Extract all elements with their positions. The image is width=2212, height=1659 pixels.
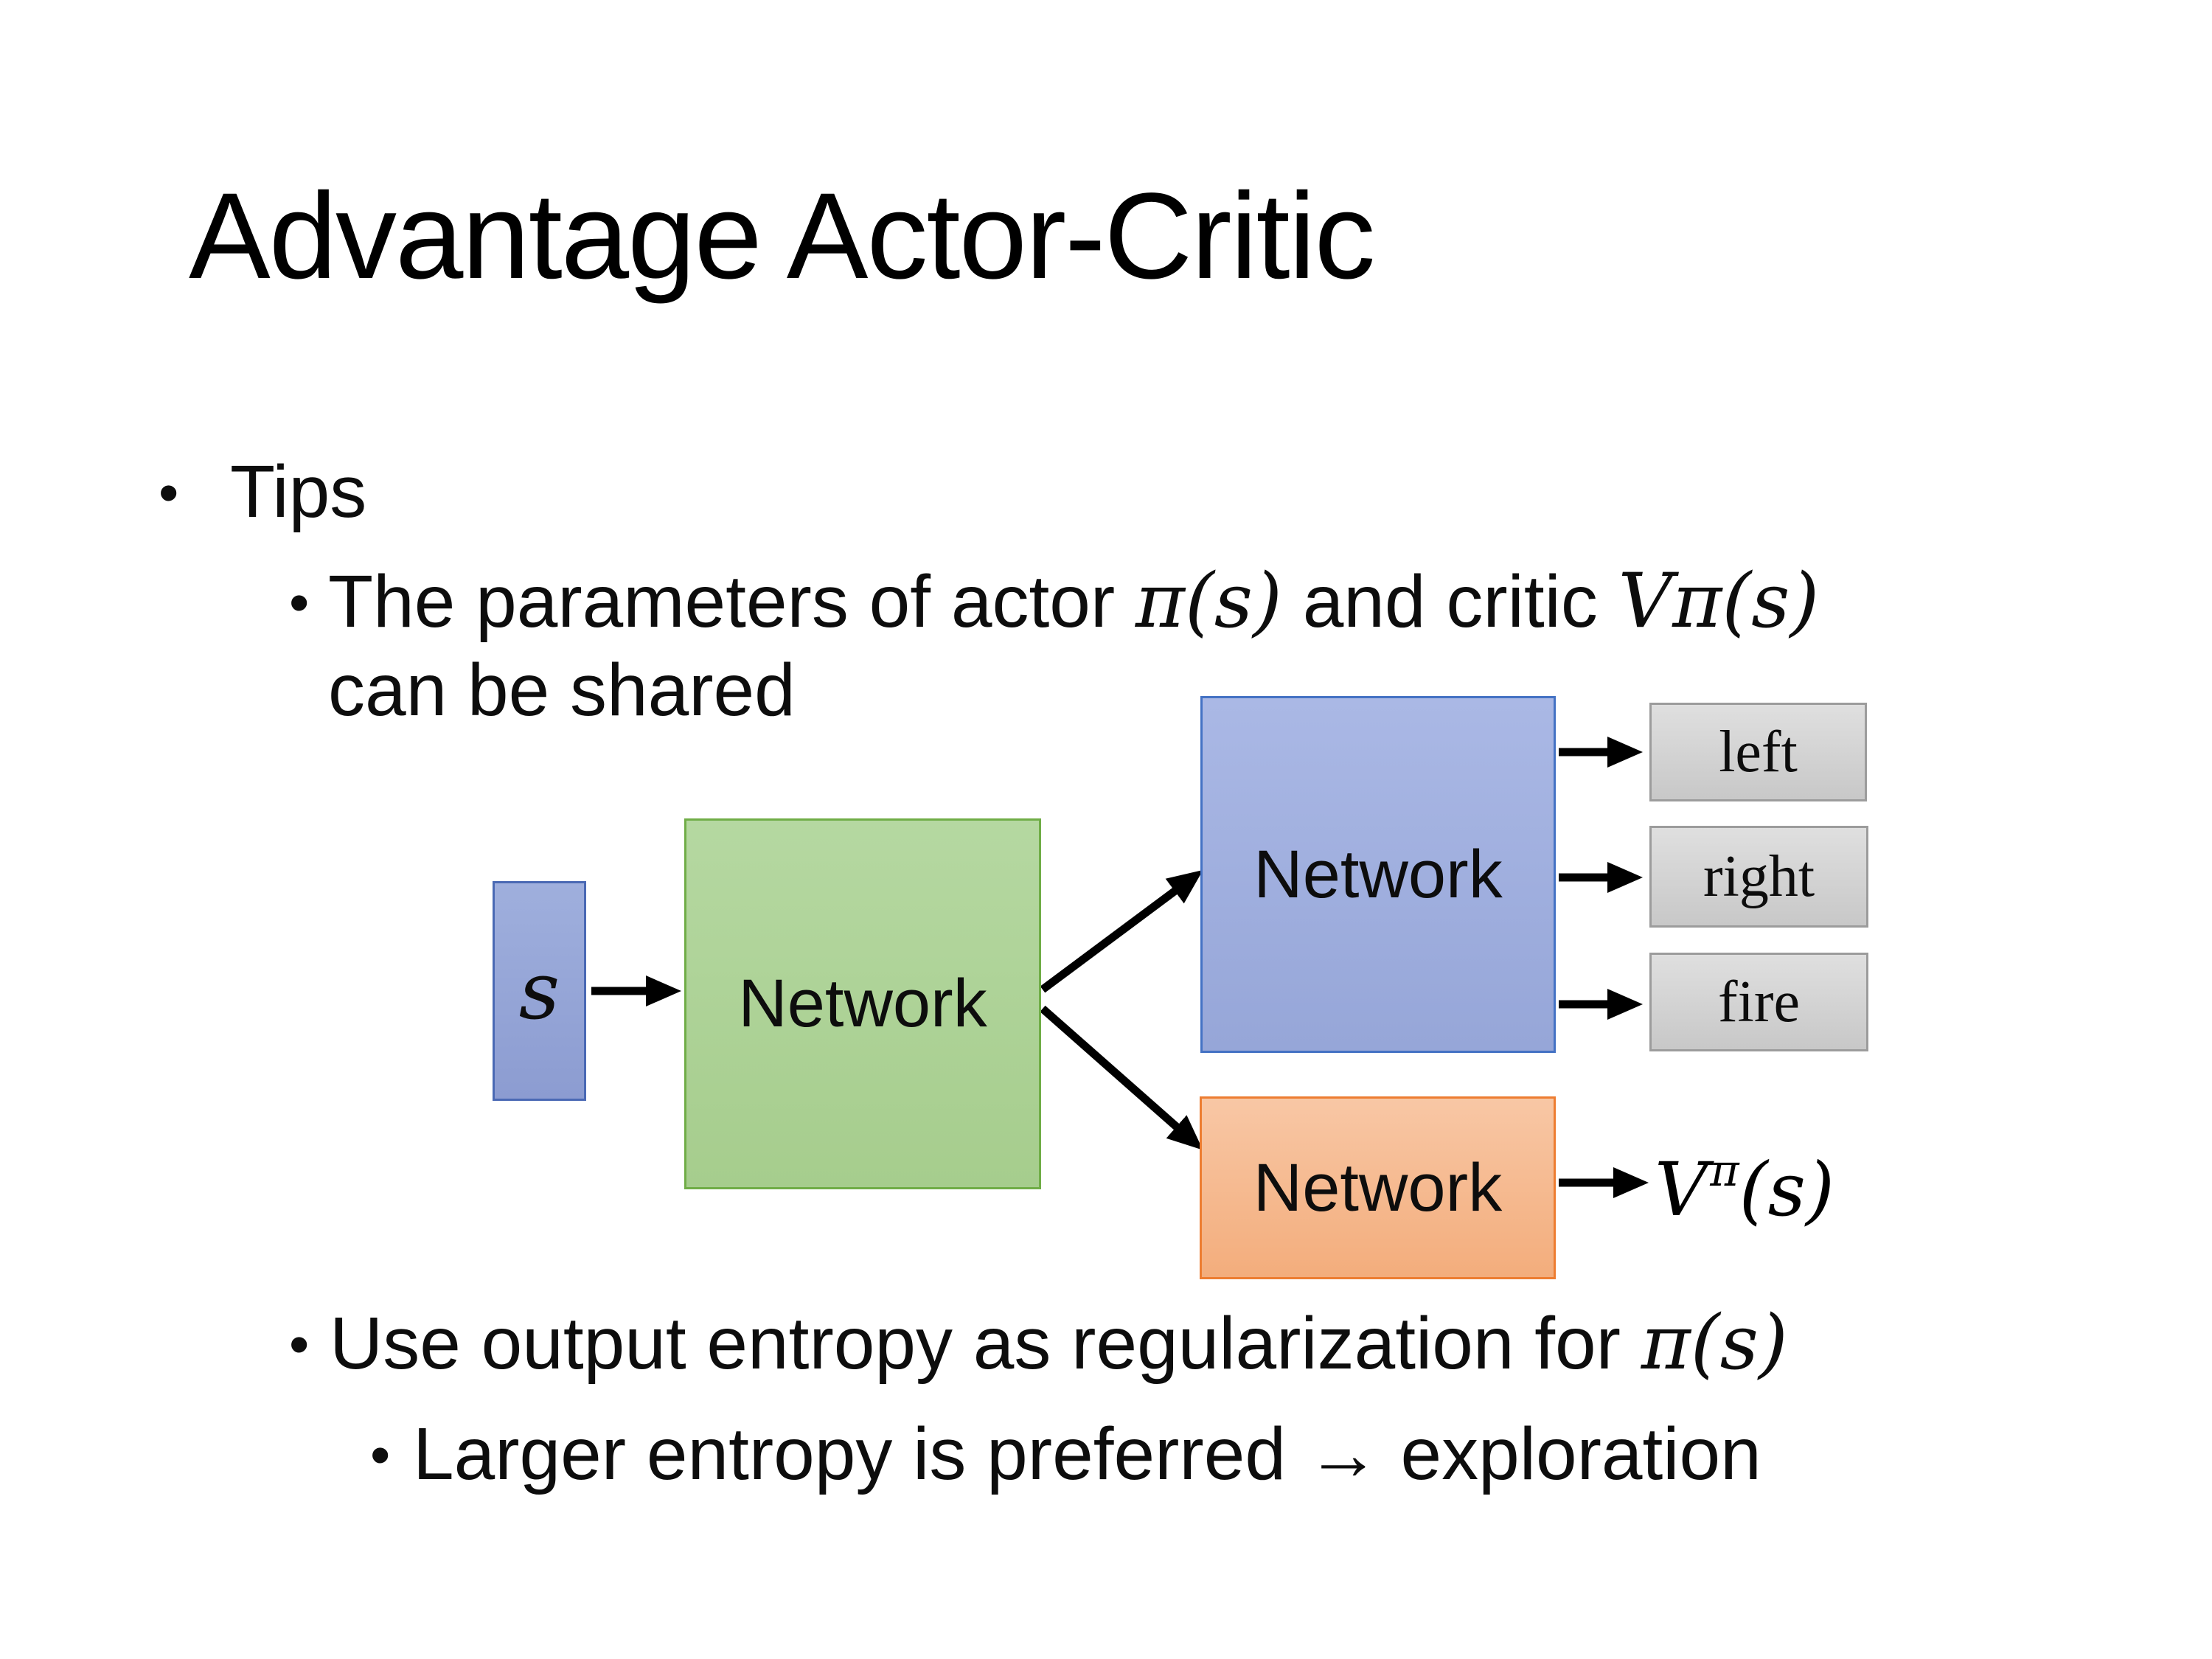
bullet-icon: • [289,1312,310,1377]
critic-network-label: Network [1253,1150,1503,1225]
bullet-tips-label: Tips [230,451,367,533]
bullet-icon: • [370,1422,391,1487]
bullet-parameters-text1: The parameters of actor [328,560,1135,643]
critic-output-sup-pi: π [1710,1145,1739,1197]
critic-output-base: V [1655,1147,1708,1233]
bullet-parameters-text2: and critic [1281,560,1618,643]
math-v-base: V [1618,557,1673,645]
action-left-label: left [1719,719,1798,785]
bullet-tips: • Tips [159,448,366,541]
bullet-entropy-regularization: • Use output entropy as regularization fo… [289,1299,1788,1393]
bullet-parameters-shared: • The parameters of actor π(s) and critic… [289,557,2096,734]
bullet-exploration-text: Larger entropy is preferred → exploratio… [413,1413,1761,1495]
math-pi-s: π(s) [1135,557,1282,645]
page-title: Advantage Actor-Critic [189,168,1375,305]
critic-output-label: Vπ(s) [1655,1127,1834,1234]
actor-network-label: Network [1253,836,1503,912]
state-label: s [518,945,560,1037]
bullet-icon: • [289,570,310,635]
bullet-parameters-line2: can be shared [328,649,796,731]
shared-network-label: Network [738,966,987,1041]
action-box-right: right [1649,826,1868,928]
actor-network-box: Network [1200,696,1556,1053]
bullet-icon: • [159,460,179,525]
action-fire-label: fire [1717,969,1800,1034]
math-v-sup-pi: π [1672,557,1722,645]
bullet-entropy-text: Use output entropy as regularization for [330,1302,1641,1385]
shared-network-box: Network [684,818,1041,1189]
arrow-shared-to-critic-network [1040,1005,1203,1150]
action-right-label: right [1703,844,1815,909]
math-v-args: (s) [1722,557,1820,645]
state-box: s [493,881,586,1101]
math-pi-s: π(s) [1641,1299,1788,1387]
critic-output-args: (s) [1739,1147,1835,1233]
action-box-fire: fire [1649,953,1868,1051]
bullet-exploration: • Larger entropy is preferred → explorati… [370,1410,1761,1503]
action-box-left: left [1649,703,1867,801]
critic-network-box: Network [1200,1096,1556,1279]
arrow-shared-to-actor-network [1040,869,1203,993]
